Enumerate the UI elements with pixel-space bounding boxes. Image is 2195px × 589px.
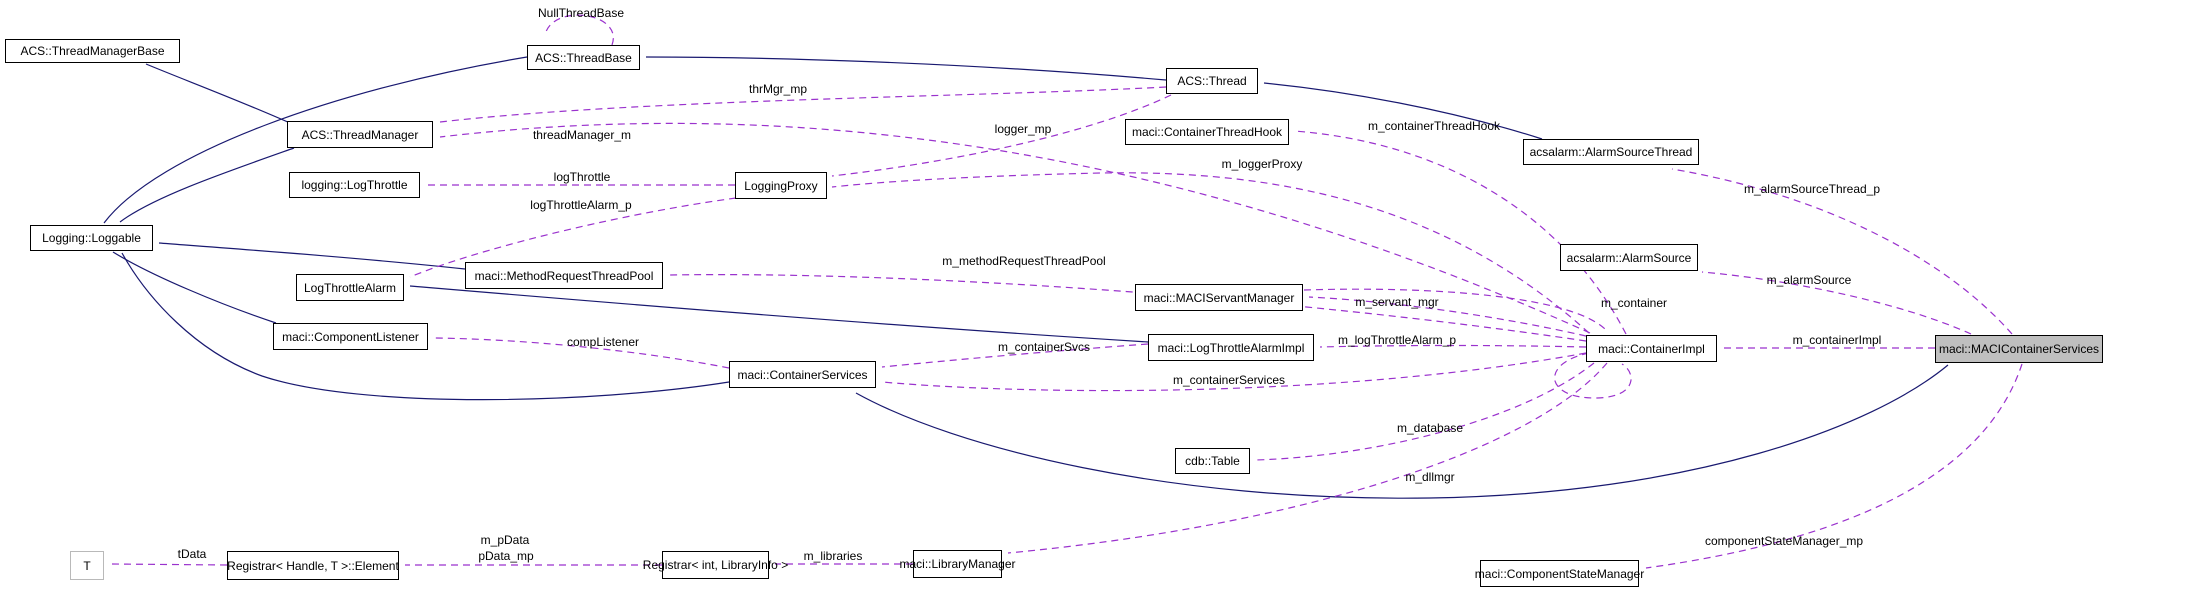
- edge-inherit-containerservices-to-loggable: [121, 252, 730, 401]
- edge-inherit-alarmsourcethread-to-thread: [1263, 82, 1543, 140]
- edge-use-nullthreadbase-selfloop: [544, 14, 614, 46]
- edge-inherit-logthrottlealarmimpl-to-logthrottlealarm: [409, 285, 1149, 343]
- node-container-thread-hook[interactable]: maci::ContainerThreadHook: [1125, 119, 1289, 145]
- edge-use-m-containerservices: [881, 352, 1587, 392]
- edge-use-threadmanager-m: [439, 122, 1591, 334]
- edge-use-containerimpl-selfloop: [1554, 352, 1632, 399]
- edge-inherit-macicontainerservices-to-containerservices: [855, 364, 1949, 499]
- edge-inherit-thread-to-threadbase: [645, 56, 1167, 81]
- node-registrar-int-libraryinfo[interactable]: Registrar< int, LibraryInfo >: [643, 551, 788, 579]
- edge-use-m-container: [1303, 288, 1607, 331]
- edge-inherit-threadmanager-to-loggable: [119, 147, 295, 223]
- node-thread-manager-base[interactable]: ACS::ThreadManagerBase: [5, 39, 180, 63]
- node-logging-proxy[interactable]: LoggingProxy: [735, 172, 827, 199]
- node-alarm-source-thread[interactable]: acsalarm::AlarmSourceThread: [1523, 139, 1699, 165]
- node-loggable[interactable]: Logging::Loggable: [30, 225, 153, 251]
- node-cdb-table[interactable]: cdb::Table: [1175, 448, 1250, 474]
- edge-use-m-alarmsourcethread-p: [1671, 168, 2013, 335]
- node-method-request-thread-pool[interactable]: maci::MethodRequestThreadPool: [465, 262, 663, 289]
- edge-use-m-dllmgr: [1007, 362, 1608, 554]
- node-log-throttle-alarm[interactable]: LogThrottleAlarm: [296, 274, 404, 301]
- node-container-impl[interactable]: maci::ContainerImpl: [1586, 335, 1717, 362]
- node-maci-container-services[interactable]: maci::MACIContainerServices: [1935, 335, 2103, 363]
- edge-inherit-threadmanager-to-threadmanagerbase: [145, 63, 291, 124]
- edge-inherit-threadbase-to-loggable: [103, 56, 528, 224]
- edge-inherit-methodrequestthreadpool-to-loggable: [158, 242, 466, 270]
- node-registrar-element[interactable]: Registrar< Handle, T >::Element: [227, 551, 399, 580]
- edge-use-m-servant-mgr: [1308, 296, 1587, 337]
- edge-use-thrmgr-mp: [439, 86, 1167, 123]
- node-library-manager[interactable]: maci::LibraryManager: [899, 550, 1016, 578]
- node-thread[interactable]: ACS::Thread: [1166, 68, 1258, 94]
- node-t-param[interactable]: T: [70, 551, 104, 580]
- edge-use-m-database: [1255, 362, 1595, 461]
- node-thread-base[interactable]: ACS::ThreadBase: [527, 45, 640, 70]
- node-log-throttle-alarm-impl[interactable]: maci::LogThrottleAlarmImpl: [1148, 334, 1314, 361]
- edge-use-logthrottlealarm-p: [409, 197, 737, 278]
- edge-use-m-containersvcs: [881, 343, 1149, 368]
- node-component-listener[interactable]: maci::ComponentListener: [273, 323, 428, 350]
- node-log-throttle[interactable]: logging::LogThrottle: [289, 172, 420, 198]
- edge-inherit-componentlistener-to-loggable: [112, 251, 277, 324]
- edge-use-tdata: [110, 563, 228, 566]
- edge-use-m-containerthreadhook: [1293, 130, 1627, 335]
- edge-use-m-alarmsource: [1701, 271, 1972, 335]
- edge-use-logger-mp: [831, 94, 1172, 177]
- node-alarm-source[interactable]: acsalarm::AlarmSource: [1560, 244, 1698, 271]
- node-thread-manager[interactable]: ACS::ThreadManager: [287, 121, 433, 148]
- edge-use-componentstatemanager-mp: [1645, 363, 2023, 569]
- edge-use-complistener: [433, 337, 730, 369]
- edge-use-m-logthrottlealarm-p: [1319, 344, 1587, 348]
- node-container-services[interactable]: maci::ContainerServices: [729, 361, 876, 388]
- node-maci-servant-manager[interactable]: maci::MACIServantManager: [1135, 284, 1303, 311]
- node-component-state-manager[interactable]: maci::ComponentStateManager: [1475, 560, 1644, 587]
- edge-use-m-methodrequestthreadpool: [668, 273, 1587, 342]
